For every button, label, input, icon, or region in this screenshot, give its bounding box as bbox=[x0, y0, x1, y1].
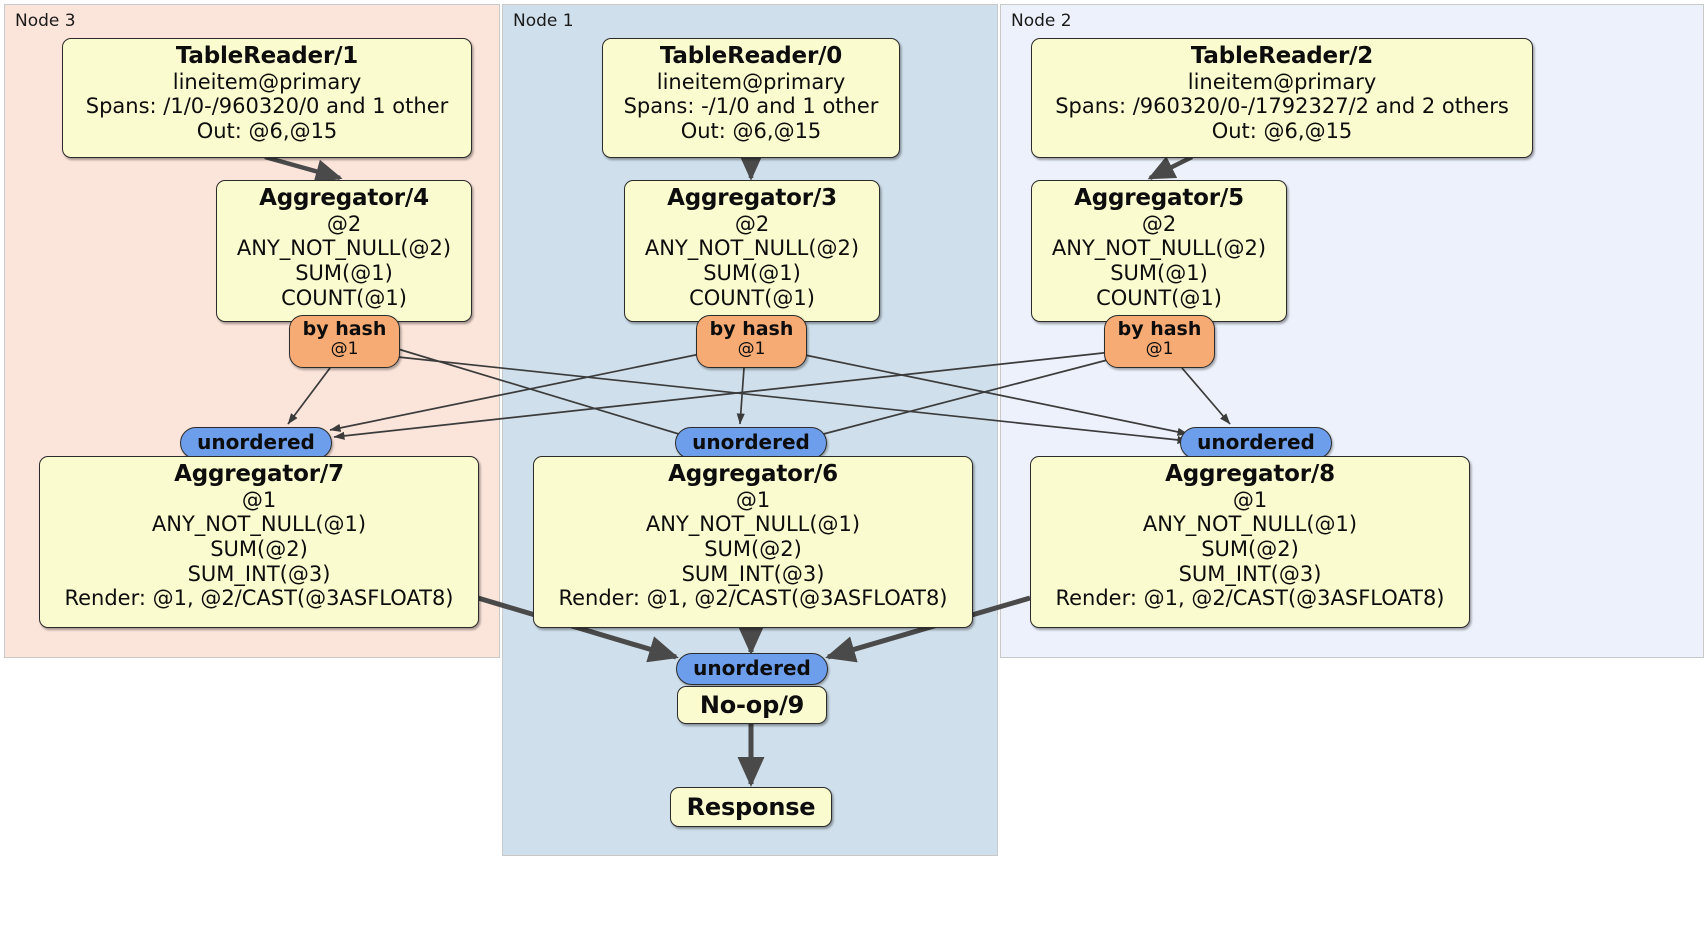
router-by-hash-left[interactable]: by hash @1 bbox=[289, 315, 400, 368]
processor-title: Aggregator/3 bbox=[667, 185, 837, 211]
synchronizer-title: unordered bbox=[693, 656, 811, 680]
synchronizer-unordered-final[interactable]: unordered bbox=[676, 653, 828, 685]
processor-title: Aggregator/5 bbox=[1074, 185, 1244, 211]
processor-table-reader-1[interactable]: TableReader/1 lineitem@primary Spans: /1… bbox=[62, 38, 472, 158]
processor-line: Spans: -/1/0 and 1 other bbox=[623, 94, 879, 119]
processor-line: @2 bbox=[734, 211, 770, 236]
processor-line: @1 bbox=[1232, 487, 1268, 512]
processor-title: Response bbox=[686, 792, 816, 821]
processor-table-reader-0[interactable]: TableReader/0 lineitem@primary Spans: -/… bbox=[602, 38, 900, 158]
synchronizer-title: unordered bbox=[692, 430, 810, 454]
processor-title: No-op/9 bbox=[699, 690, 805, 719]
processor-line: COUNT(@1) bbox=[281, 285, 407, 310]
processor-line: Render: @1, @2/CAST(@3ASFLOAT8) bbox=[64, 586, 454, 611]
processor-line: SUM_INT(@3) bbox=[681, 561, 825, 586]
processor-line: SUM(@1) bbox=[1110, 261, 1208, 286]
processor-no-op-9[interactable]: No-op/9 bbox=[677, 686, 827, 724]
processor-line: Out: @6,@15 bbox=[196, 119, 338, 144]
processor-line: ANY_NOT_NULL(@1) bbox=[1142, 512, 1358, 537]
processor-line: Spans: /1/0-/960320/0 and 1 other bbox=[85, 94, 449, 119]
processor-line: Spans: /960320/0-/1792327/2 and 2 others bbox=[1055, 94, 1509, 119]
processor-line: @1 bbox=[241, 487, 277, 512]
router-title: by hash bbox=[1117, 318, 1202, 340]
processor-line: SUM_INT(@3) bbox=[187, 561, 331, 586]
processor-line: Render: @1, @2/CAST(@3ASFLOAT8) bbox=[558, 586, 948, 611]
router-subtitle: @1 bbox=[737, 338, 766, 359]
processor-aggregator-8[interactable]: Aggregator/8 @1 ANY_NOT_NULL(@1) SUM(@2)… bbox=[1030, 456, 1470, 628]
processor-title: Aggregator/4 bbox=[259, 185, 429, 211]
processor-title: TableReader/0 bbox=[659, 43, 843, 69]
processor-line: lineitem@primary bbox=[172, 69, 362, 94]
processor-aggregator-3[interactable]: Aggregator/3 @2 ANY_NOT_NULL(@2) SUM(@1)… bbox=[624, 180, 880, 322]
processor-title: Aggregator/8 bbox=[1165, 461, 1335, 487]
processor-line: SUM(@2) bbox=[704, 537, 802, 562]
processor-line: ANY_NOT_NULL(@2) bbox=[236, 236, 452, 261]
router-title: by hash bbox=[709, 318, 794, 340]
router-by-hash-right[interactable]: by hash @1 bbox=[1104, 315, 1215, 368]
processor-line: SUM(@2) bbox=[1201, 537, 1299, 562]
processor-title: Aggregator/6 bbox=[668, 461, 838, 487]
processor-line: lineitem@primary bbox=[1187, 69, 1377, 94]
synchronizer-title: unordered bbox=[197, 430, 315, 454]
processor-line: ANY_NOT_NULL(@2) bbox=[644, 236, 860, 261]
router-subtitle: @1 bbox=[1145, 338, 1174, 359]
synchronizer-unordered-right[interactable]: unordered bbox=[1180, 427, 1332, 459]
processor-title: TableReader/1 bbox=[175, 43, 359, 69]
processor-line: @1 bbox=[735, 487, 771, 512]
processor-line: ANY_NOT_NULL(@2) bbox=[1051, 236, 1267, 261]
processor-aggregator-4[interactable]: Aggregator/4 @2 ANY_NOT_NULL(@2) SUM(@1)… bbox=[216, 180, 472, 322]
processor-line: lineitem@primary bbox=[656, 69, 846, 94]
processor-title: TableReader/2 bbox=[1190, 43, 1374, 69]
processor-line: SUM(@1) bbox=[703, 261, 801, 286]
region-node-2-label: Node 2 bbox=[1011, 11, 1072, 31]
processor-line: @2 bbox=[1141, 211, 1177, 236]
processor-line: COUNT(@1) bbox=[1096, 285, 1222, 310]
region-node-3-label: Node 3 bbox=[15, 11, 76, 31]
processor-table-reader-2[interactable]: TableReader/2 lineitem@primary Spans: /9… bbox=[1031, 38, 1533, 158]
processor-line: ANY_NOT_NULL(@1) bbox=[645, 512, 861, 537]
synchronizer-title: unordered bbox=[1197, 430, 1315, 454]
processor-response[interactable]: Response bbox=[670, 787, 832, 827]
processor-line: @2 bbox=[326, 211, 362, 236]
processor-line: SUM(@1) bbox=[295, 261, 393, 286]
processor-line: ANY_NOT_NULL(@1) bbox=[151, 512, 367, 537]
synchronizer-unordered-left[interactable]: unordered bbox=[180, 427, 332, 459]
processor-line: SUM_INT(@3) bbox=[1178, 561, 1322, 586]
processor-line: Out: @6,@15 bbox=[680, 119, 822, 144]
processor-aggregator-7[interactable]: Aggregator/7 @1 ANY_NOT_NULL(@1) SUM(@2)… bbox=[39, 456, 479, 628]
router-title: by hash bbox=[302, 318, 387, 340]
router-by-hash-center[interactable]: by hash @1 bbox=[696, 315, 807, 368]
processor-line: SUM(@2) bbox=[210, 537, 308, 562]
processor-title: Aggregator/7 bbox=[174, 461, 344, 487]
processor-line: COUNT(@1) bbox=[689, 285, 815, 310]
region-node-1-label: Node 1 bbox=[513, 11, 574, 31]
processor-aggregator-5[interactable]: Aggregator/5 @2 ANY_NOT_NULL(@2) SUM(@1)… bbox=[1031, 180, 1287, 322]
processor-aggregator-6[interactable]: Aggregator/6 @1 ANY_NOT_NULL(@1) SUM(@2)… bbox=[533, 456, 973, 628]
processor-line: Out: @6,@15 bbox=[1211, 119, 1353, 144]
processor-line: Render: @1, @2/CAST(@3ASFLOAT8) bbox=[1055, 586, 1445, 611]
router-subtitle: @1 bbox=[330, 338, 359, 359]
synchronizer-unordered-center[interactable]: unordered bbox=[675, 427, 827, 459]
